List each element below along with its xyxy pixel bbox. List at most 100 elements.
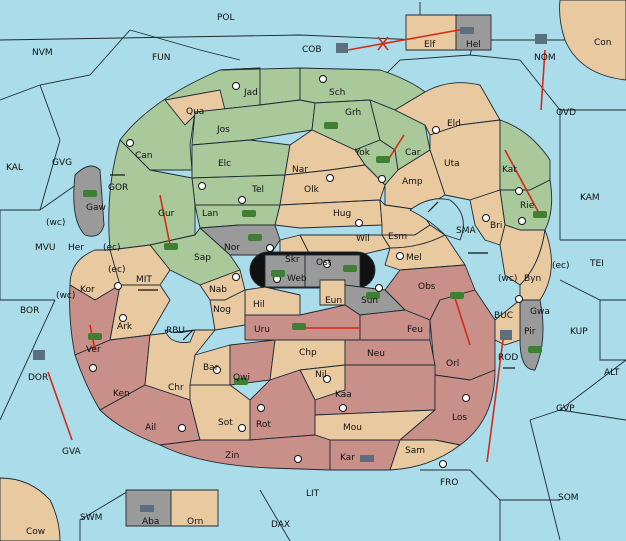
- label-orn: Orn: [187, 517, 203, 527]
- label-bar: Bar: [203, 363, 219, 373]
- label-kor: Kor: [80, 285, 95, 295]
- label-gur: Gur: [158, 209, 175, 219]
- label-olk: Olk: [304, 185, 320, 195]
- label-gor: GOR: [108, 183, 128, 193]
- region-gaw[interactable]: [73, 165, 105, 237]
- label-gvg: GVG: [52, 158, 72, 168]
- label-gva: GVA: [62, 447, 82, 457]
- label-ken: Ken: [113, 389, 130, 399]
- label-tel: Tel: [251, 185, 264, 195]
- label-gvp: GVP: [556, 404, 575, 414]
- label-swm: SWM: [80, 513, 102, 523]
- label-ec3: (ec): [552, 261, 570, 271]
- label-gaw: Gaw: [86, 203, 106, 213]
- label-kaa: Kaa: [335, 390, 352, 400]
- label-yok: Yok: [354, 148, 371, 158]
- label-nog: Nog: [213, 305, 231, 315]
- region-elc[interactable]: [191, 139, 291, 179]
- label-amp: Amp: [402, 177, 423, 187]
- region-orn[interactable]: [170, 489, 219, 527]
- label-buc: BUC: [494, 311, 513, 321]
- label-dor: DOR: [28, 373, 48, 383]
- label-los: Los: [452, 413, 467, 423]
- label-aba: Aba: [142, 517, 159, 527]
- label-lit: LIT: [306, 489, 320, 499]
- label-jad: Jad: [243, 88, 258, 98]
- label-sot: Sot: [218, 418, 233, 428]
- label-cow: Cow: [26, 527, 45, 537]
- region-gwa[interactable]: [519, 229, 552, 301]
- label-rie: Rie: [520, 201, 535, 211]
- label-wc1: (wc): [46, 218, 65, 228]
- label-kar: Kar: [340, 453, 355, 463]
- label-feu: Feu: [407, 325, 423, 335]
- label-kam: KAM: [580, 193, 600, 203]
- label-bri: Bri: [490, 221, 502, 231]
- label-her: Her: [68, 243, 84, 253]
- region-nog[interactable]: [209, 289, 246, 331]
- label-pir: Pir: [524, 327, 536, 337]
- region-gur[interactable]: [108, 139, 196, 251]
- continent: [69, 67, 553, 471]
- label-nab: Nab: [209, 285, 227, 295]
- label-wc2: (wc): [56, 291, 75, 301]
- region-zin[interactable]: [159, 434, 331, 471]
- label-hel: Hel: [466, 40, 481, 50]
- label-alt: ALT: [604, 368, 620, 378]
- label-ver: Ver: [86, 345, 101, 355]
- passage-arrows: [110, 174, 515, 369]
- label-elc: Elc: [218, 159, 231, 169]
- label-jos: Jos: [216, 125, 230, 135]
- label-ail: Ail: [145, 423, 156, 433]
- region-con[interactable]: [559, 0, 626, 81]
- region-hug[interactable]: [274, 199, 383, 229]
- label-sch: Sch: [329, 88, 345, 98]
- label-obs: Obs: [418, 282, 436, 292]
- label-orl: Orl: [446, 359, 459, 369]
- region-rbu[interactable]: [164, 329, 196, 343]
- region-cow[interactable]: [0, 477, 61, 541]
- label-skr: Skr: [285, 255, 300, 265]
- region-sma-inner[interactable]: [409, 198, 464, 241]
- label-nom: NOM: [534, 53, 556, 63]
- label-rbu: RBU: [166, 326, 185, 336]
- label-uru: Uru: [254, 325, 270, 335]
- label-nil: Nil: [315, 370, 327, 380]
- label-ec1: (ec): [103, 243, 121, 253]
- region-ver[interactable]: [69, 284, 121, 356]
- label-mel: Mel: [406, 253, 422, 263]
- region-neu[interactable]: [344, 339, 436, 366]
- region-feu[interactable]: [359, 309, 431, 341]
- label-qwi: Qwi: [233, 373, 250, 383]
- region-sam[interactable]: [389, 439, 461, 471]
- label-mit: MIT: [136, 275, 152, 285]
- label-hug: Hug: [333, 209, 351, 219]
- fleets: [33, 27, 547, 512]
- label-som: SOM: [558, 493, 579, 503]
- label-gwa: Gwa: [530, 307, 550, 317]
- label-eun: Eun: [325, 296, 342, 306]
- label-ovd: OVD: [556, 108, 576, 118]
- region-sap[interactable]: [149, 227, 241, 286]
- label-eld: Eld: [447, 119, 461, 129]
- label-web: Web: [287, 274, 307, 284]
- label-ec2: (ec): [108, 265, 126, 275]
- label-elf: Elf: [424, 40, 436, 50]
- label-tei: TEI: [589, 259, 604, 269]
- label-kal: KAL: [6, 163, 23, 173]
- label-grh: Grh: [345, 108, 361, 118]
- label-byn: Byn: [524, 274, 541, 284]
- label-lan: Lan: [202, 209, 218, 219]
- label-kat: Kat: [502, 165, 517, 175]
- label-bor: BOR: [20, 306, 39, 316]
- label-sam: Sam: [405, 446, 425, 456]
- label-nar: Nar: [292, 165, 308, 175]
- label-wc3: (wc): [498, 274, 517, 284]
- label-wil: Wil: [356, 234, 370, 244]
- label-fro: FRO: [440, 478, 459, 488]
- label-esm: Esm: [388, 232, 407, 242]
- region-eld[interactable]: [394, 82, 501, 136]
- label-fun: FUN: [152, 53, 171, 63]
